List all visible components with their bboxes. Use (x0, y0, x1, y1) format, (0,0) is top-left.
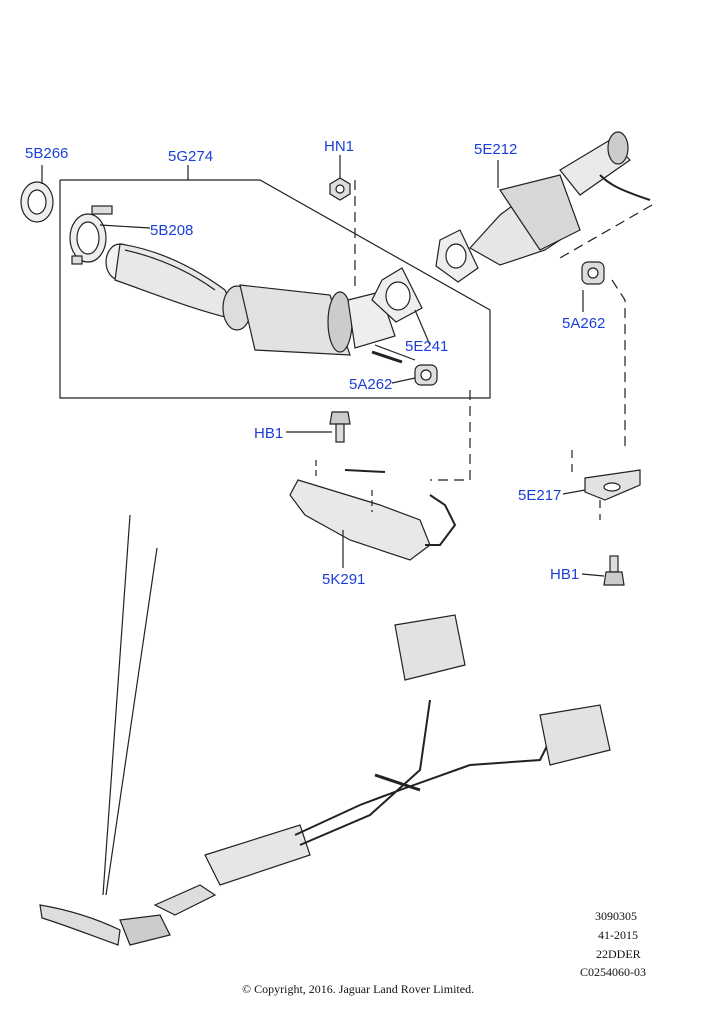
dash-5E217 (571, 450, 601, 520)
dash-5K291 (430, 390, 471, 481)
gasket-5B266 (20, 181, 54, 223)
clamp-5B208 (69, 205, 113, 265)
bracket-5E217 (584, 469, 641, 501)
dash-5E212 (559, 204, 653, 259)
heat-shield-5K291 (289, 460, 457, 561)
front-downpipe-catalyst (105, 243, 416, 364)
hanger-5A262-left (414, 364, 438, 386)
callout-HB1-right[interactable]: HB1 (550, 566, 580, 583)
catalyst-5E212 (435, 131, 651, 283)
leader-5A262-left (391, 377, 416, 384)
callout-5A262-left[interactable]: 5A262 (349, 376, 393, 393)
callout-5K291[interactable]: 5K291 (322, 571, 366, 588)
callout-5A262-right[interactable]: 5A262 (562, 315, 606, 332)
copyright-notice: © Copyright, 2016. Jaguar Land Rover Lim… (242, 982, 475, 996)
leader-5E241 (414, 309, 431, 346)
callout-HB1-left[interactable]: HB1 (254, 425, 284, 442)
bolt-HB1-left (329, 411, 351, 443)
leader-HB1-right (581, 573, 605, 577)
flange-gasket-5E241 (371, 267, 423, 323)
overview-exhaust-system (39, 514, 611, 946)
callout-5E217[interactable]: 5E217 (518, 487, 562, 504)
ref-number: 3090305 (595, 909, 637, 923)
callout-5B208[interactable]: 5B208 (150, 222, 194, 239)
callout-5E241[interactable]: 5E241 (405, 338, 449, 355)
bolt-HB1-right (603, 555, 625, 586)
dash-right-1 (611, 279, 626, 450)
leader-5E217 (562, 489, 586, 495)
ref-illustration-id: C0254060-03 (580, 965, 646, 979)
callout-5G274[interactable]: 5G274 (168, 148, 214, 165)
ref-engine-code: 22DDER (596, 947, 641, 961)
nut-HN1 (329, 177, 351, 201)
group-outline-5G274 (59, 179, 491, 399)
callout-5E212[interactable]: 5E212 (474, 141, 518, 158)
hanger-5A262-right (581, 261, 605, 285)
leader-5B208 (99, 224, 151, 229)
callout-HN1[interactable]: HN1 (324, 138, 355, 155)
callout-5B266[interactable]: 5B266 (25, 145, 69, 162)
ref-date-code: 41-2015 (598, 928, 638, 942)
